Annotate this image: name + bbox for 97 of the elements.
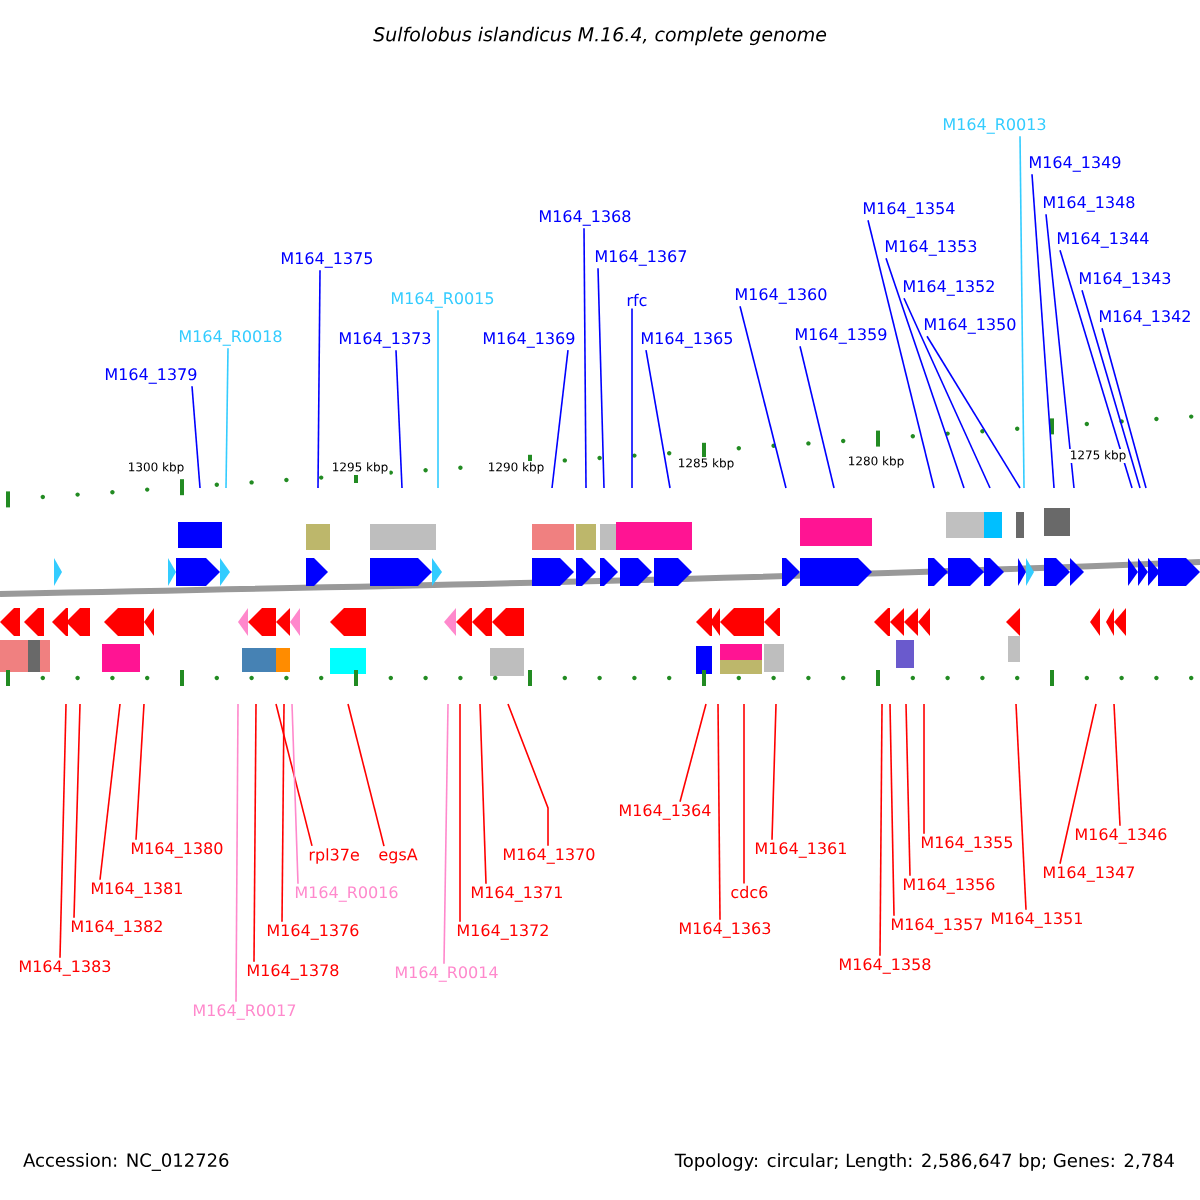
leader-line — [645, 349, 671, 489]
gene-label: M164_R0013 — [944, 118, 1046, 134]
leader-line — [583, 227, 587, 489]
leader-line — [291, 703, 299, 885]
leader-line — [459, 703, 461, 923]
gene-label: M164_1368 — [539, 210, 631, 226]
leader-line — [275, 703, 313, 847]
leader-line — [739, 305, 787, 489]
gene-label: M164_1350 — [925, 318, 1016, 334]
gene-label: M164_1359 — [796, 328, 887, 344]
leader-line — [1113, 703, 1121, 827]
gene-label: M164_1363 — [680, 922, 771, 938]
leader-line — [1015, 703, 1027, 911]
gene-label: M164_1349 — [1030, 156, 1121, 172]
gene-label: M164_1358 — [840, 958, 931, 974]
gene-label: M164_1375 — [281, 252, 373, 268]
leader-line — [317, 269, 321, 489]
leader-line — [73, 703, 81, 919]
gene-label: M164_1361 — [756, 842, 846, 858]
leader-line — [743, 703, 745, 885]
gene-label: M164_1344 — [1058, 232, 1149, 248]
leader-line — [717, 703, 721, 921]
gene-label: M164_1376 — [267, 924, 359, 940]
gene-label: M164_R0015 — [391, 292, 494, 308]
leader-line — [347, 703, 385, 847]
leader-line — [99, 703, 121, 881]
leader-line — [437, 309, 439, 489]
leader-line — [1019, 135, 1025, 489]
leader-line — [885, 257, 965, 489]
leader-line — [507, 703, 549, 847]
gene-label: M164_1347 — [1044, 866, 1135, 882]
gene-label: M164_1346 — [1076, 828, 1167, 844]
leader-line — [443, 703, 449, 965]
leader-line — [235, 703, 239, 1003]
leader-line — [281, 703, 285, 923]
leader-line — [479, 703, 487, 885]
gene-label: M164_R0017 — [193, 1004, 296, 1020]
gene-label: M164_1348 — [1044, 196, 1135, 212]
leader-line — [59, 703, 67, 959]
gene-label: M164_1372 — [457, 924, 548, 940]
gene-label: M164_1370 — [503, 848, 595, 864]
leader-line — [1059, 249, 1133, 489]
leader-line — [1081, 289, 1141, 489]
gene-label: M164_1360 — [736, 288, 827, 304]
gene-label: M164_1356 — [904, 878, 995, 894]
gene-label: M164_1373 — [339, 332, 431, 348]
gene-label: M164_1354 — [864, 202, 955, 218]
gene-label: M164_R0018 — [179, 330, 282, 346]
gene-label: rfc — [627, 293, 647, 307]
gene-label: M164_1353 — [886, 240, 977, 256]
gene-label: M164_1379 — [105, 368, 197, 384]
leader-line — [597, 267, 605, 489]
leader-line — [1045, 213, 1075, 489]
leader-line — [679, 703, 707, 803]
leader-line — [879, 703, 883, 957]
leader-line — [1031, 173, 1055, 489]
gene-label: M164_1383 — [19, 960, 111, 976]
title: Sulfolobus islandicus M.16.4, complete genome — [373, 26, 827, 46]
gene-label: M164_1371 — [471, 886, 562, 902]
leader-line — [135, 703, 145, 841]
gene-label: M164_1351 — [992, 912, 1082, 928]
gene-label: M164_1364 — [620, 804, 711, 820]
gene-label: M164_R0014 — [395, 966, 498, 982]
gene-label: M164_1343 — [1080, 272, 1171, 288]
gene-label: M164_1352 — [904, 280, 994, 296]
gene-label: M164_1369 — [483, 332, 575, 348]
leader-line — [889, 703, 895, 917]
footer-text: Accession: NC_012726 — [23, 1153, 229, 1171]
gene-label: M164_1367 — [595, 250, 687, 266]
gene-label: M164_1365 — [642, 332, 733, 348]
gene-label: M164_1382 — [71, 920, 162, 936]
footer-text: Topology: circular; Length: 2,586,647 bp; Genes: 2,784 — [674, 1153, 1174, 1171]
leader-line — [191, 385, 201, 489]
leader-line — [1059, 703, 1097, 865]
leader-line — [225, 347, 229, 489]
leader-line — [253, 703, 257, 963]
gene-label: rpl37e — [309, 848, 359, 864]
gene-label: M164_1380 — [131, 842, 223, 858]
leader-line — [923, 703, 925, 835]
gene-label: M164_1381 — [91, 882, 182, 898]
leader-line — [799, 345, 835, 489]
leader-line — [771, 703, 777, 841]
gene-label: egsA — [379, 848, 418, 864]
gene-label: M164_1378 — [247, 964, 339, 980]
gene-label: M164_1355 — [922, 836, 1013, 852]
leader-line — [905, 703, 911, 877]
gene-label: cdc6 — [731, 885, 768, 899]
gene-label: M164_1342 — [1100, 310, 1190, 326]
leader-line — [926, 335, 1021, 489]
leader-line — [395, 349, 403, 489]
leader-line — [903, 297, 991, 489]
leader-line — [867, 219, 935, 489]
gene-label: M164_R0016 — [295, 886, 398, 902]
leader-line — [551, 349, 569, 489]
leader-line — [1101, 327, 1147, 489]
leader-line — [631, 307, 633, 489]
gene-label: M164_1357 — [892, 918, 983, 934]
